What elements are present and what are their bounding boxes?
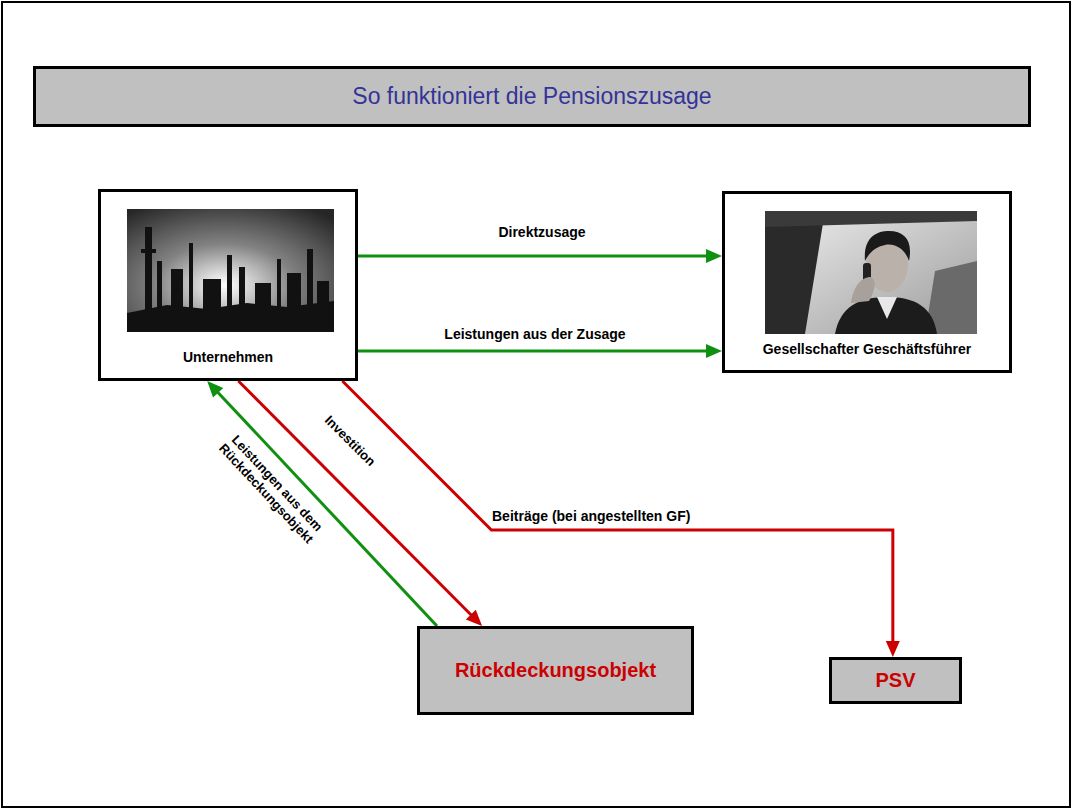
manager-box: Gesellschafter Geschäftsführer — [722, 191, 1012, 373]
edge-label: Leistungen aus dem Rückdeckungsobjekt — [207, 423, 334, 556]
edge-label: Direktzusage — [496, 224, 587, 240]
edge-label: Investition — [320, 411, 379, 470]
node-label: PSV — [875, 669, 915, 692]
psv-box: PSV — [829, 657, 962, 704]
title-text: So funktioniert die Pensionszusage — [352, 83, 711, 110]
connector-line — [216, 390, 437, 626]
company-box: Unternehmen — [98, 189, 358, 381]
arrow-head — [706, 344, 722, 358]
edge-label: Leistungen aus der Zusage — [442, 326, 627, 342]
flow-arrow — [342, 381, 899, 657]
node-label: Gesellschafter Geschäftsführer — [763, 341, 972, 357]
factory-photo — [127, 209, 334, 332]
reinsurance-box: Rückdeckungsobjekt — [417, 626, 694, 715]
edge-label: Beiträge (bei angestellten GF) — [490, 508, 692, 524]
node-label: Rückdeckungsobjekt — [455, 659, 656, 682]
flow-arrow — [207, 381, 437, 626]
node-label: Unternehmen — [183, 349, 273, 365]
connector-line — [358, 350, 709, 353]
connector-line — [342, 381, 892, 644]
arrow-head — [466, 610, 482, 626]
arrow-head — [886, 641, 900, 657]
flow-arrow — [358, 344, 722, 358]
flow-arrow — [358, 249, 722, 263]
title-band: So funktioniert die Pensionszusage — [33, 66, 1031, 127]
arrow-head — [207, 381, 223, 397]
connector-line — [358, 255, 709, 258]
manager-photo — [765, 211, 977, 334]
arrow-head — [706, 249, 722, 263]
